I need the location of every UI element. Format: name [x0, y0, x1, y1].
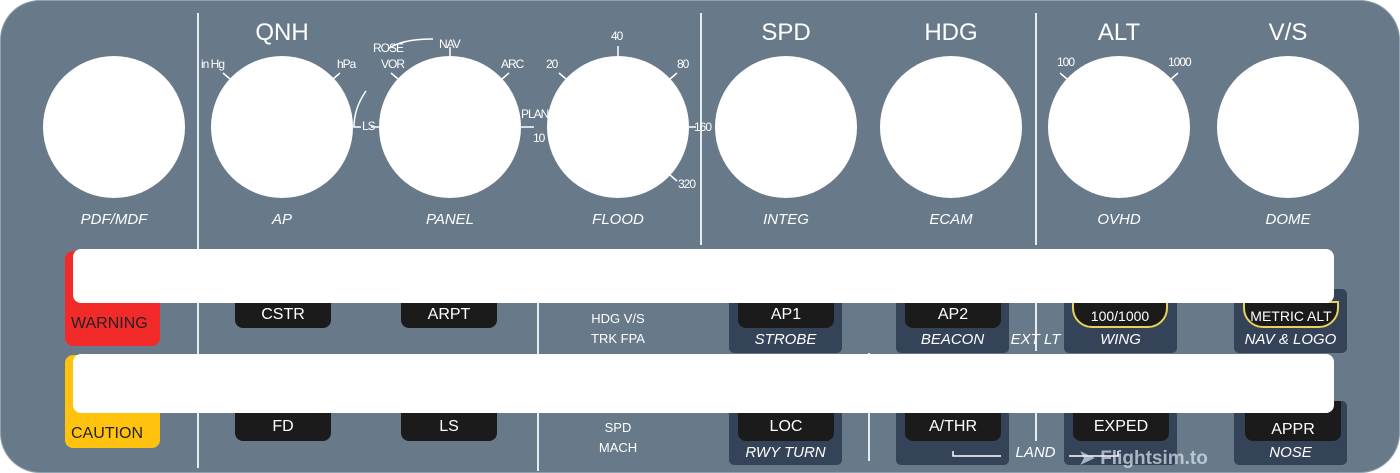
knob-label: INTEG	[763, 211, 809, 228]
land-label: LAND	[1015, 444, 1056, 461]
knob-label: AP	[271, 211, 292, 228]
rwy-turn-label: RWY TURN	[745, 444, 826, 461]
hdg-title: HDG	[924, 19, 978, 46]
qnh-title: QNH	[255, 19, 309, 46]
tick-label: 320	[678, 177, 696, 191]
alt-ovhd-knob[interactable]	[1048, 56, 1190, 198]
tick-label: hPa	[337, 57, 356, 71]
ap1-button[interactable]: AP1	[738, 301, 834, 328]
nd-range-flood-knob[interactable]	[547, 56, 689, 198]
strobe-label: STROBE	[754, 331, 817, 348]
knob-label: ECAM	[929, 211, 973, 228]
tick-label: PLAN	[521, 107, 549, 121]
watermark-text: Flightsim.to	[1100, 448, 1208, 469]
exped-button[interactable]: EXPED	[1073, 413, 1169, 441]
divider	[1035, 301, 1037, 351]
knob-label: DOME	[1265, 211, 1311, 228]
ap2-button[interactable]: AP2	[905, 301, 1001, 328]
caution-label: CAUTION	[71, 425, 143, 442]
divider	[1035, 411, 1037, 441]
tick-label: ROSE	[373, 41, 404, 55]
hdg-vs-label: HDG V/S	[591, 311, 645, 326]
trk-fpa-label: TRK FPA	[591, 331, 645, 346]
tick-label: LS	[362, 119, 376, 133]
hdg-ecam-knob[interactable]	[880, 56, 1022, 198]
tick-label: 1000	[1168, 55, 1192, 69]
mach-label: MACH	[598, 440, 638, 455]
vs-title: V/S	[1268, 19, 1308, 46]
tick-label: 160	[694, 120, 712, 134]
paper-plane-icon: ➤	[1079, 448, 1095, 469]
knob-label: FLOOD	[592, 211, 644, 228]
fd-button[interactable]: FD	[235, 413, 331, 441]
tick-label: NAV	[439, 37, 461, 51]
warning-label: WARNING	[71, 315, 148, 332]
watermark: ➤ Flightsim.to	[1079, 448, 1208, 470]
display-strip-bottom	[73, 354, 1334, 413]
loc-button[interactable]: LOC	[738, 413, 834, 441]
spd-label: SPD	[604, 420, 632, 435]
metric-alt-button[interactable]: METRIC ALT	[1243, 301, 1339, 328]
knob-label: PDF/MDF	[80, 211, 148, 228]
vs-dome-knob[interactable]	[1217, 56, 1359, 198]
land-bracket	[952, 451, 1119, 457]
tick-label: VOR	[381, 57, 405, 71]
knob-label: PANEL	[425, 211, 475, 228]
knob-tick-marks	[222, 38, 1179, 182]
nose-label: NOSE	[1269, 444, 1312, 461]
tick-label: 20	[546, 57, 558, 71]
display-strip-top	[73, 249, 1334, 303]
cstr-button[interactable]: CSTR	[235, 301, 331, 328]
tick-label: 80	[677, 57, 689, 71]
tick-label: 40	[611, 29, 623, 43]
divider	[197, 13, 199, 468]
nav-logo-label: NAV & LOGO	[1244, 331, 1337, 348]
beacon-label: BEACON	[920, 331, 985, 348]
ext-lt-label: EXT LT	[1010, 331, 1061, 348]
pdf-mdf-knob[interactable]	[43, 56, 185, 198]
qnh-ap-knob[interactable]	[211, 56, 353, 198]
spd-integ-knob[interactable]	[715, 56, 857, 198]
nd-mode-panel-knob[interactable]	[379, 56, 521, 198]
wing-label: WING	[1100, 331, 1141, 348]
athr-button[interactable]: A/THR	[905, 413, 1001, 441]
divider	[1035, 13, 1037, 245]
tick-label: 100	[1057, 55, 1075, 69]
baro-100-1000-button[interactable]: 100/1000	[1072, 301, 1168, 328]
tick-label: 10	[533, 131, 545, 145]
alt-title: ALT	[1097, 19, 1141, 46]
tick-label: ARC	[501, 57, 524, 71]
tick-label: in Hg	[201, 57, 225, 71]
divider	[700, 13, 702, 245]
knob-label: OVHD	[1097, 211, 1141, 228]
arpt-button[interactable]: ARPT	[401, 301, 497, 328]
ls-button[interactable]: LS	[401, 413, 497, 441]
spd-title: SPD	[761, 19, 811, 46]
